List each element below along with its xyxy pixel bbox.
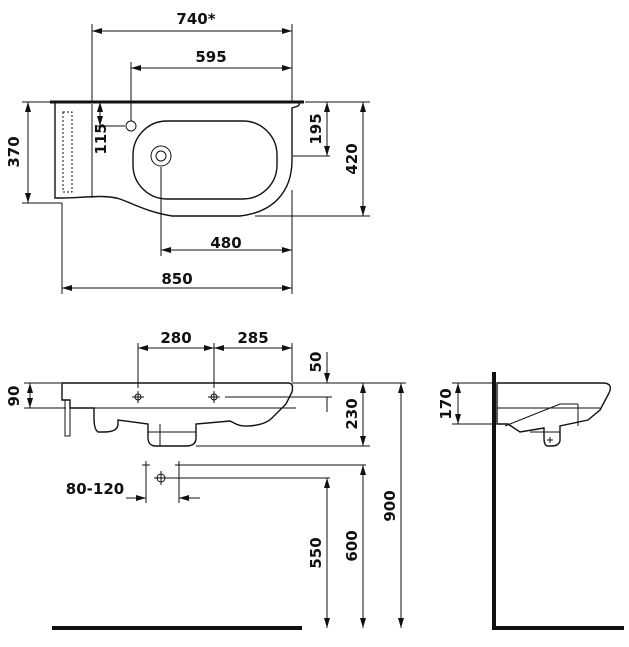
fixing-mark-right-icon <box>208 391 220 403</box>
dim-170: 170 <box>437 388 455 419</box>
bowl-outline <box>132 120 278 200</box>
dim-195: 195 <box>307 113 325 144</box>
dim-230: 230 <box>343 398 361 429</box>
side-centre-mark-icon <box>547 437 553 443</box>
basin-side-outline <box>496 382 612 447</box>
supply-right-icon <box>175 461 183 469</box>
dim-480: 480 <box>210 234 241 252</box>
drain-inner-icon <box>155 150 167 162</box>
basin-front-outline <box>61 382 294 447</box>
top-view: 740* 595 370 420 195 115 480 850 <box>5 10 370 294</box>
dim-80-120: 80-120 <box>66 480 124 498</box>
dim-285: 285 <box>237 329 268 347</box>
dim-90: 90 <box>5 386 23 407</box>
dim-900: 900 <box>381 490 399 521</box>
dim-280: 280 <box>160 329 191 347</box>
supply-left-icon <box>142 461 150 469</box>
waste-point-icon <box>154 471 168 485</box>
dim-600: 600 <box>343 530 361 561</box>
dim-850: 850 <box>161 270 192 288</box>
dim-420: 420 <box>343 143 361 174</box>
drain-icon <box>150 145 172 167</box>
front-view: 280 285 90 50 230 900 80-120 <box>5 329 406 630</box>
dim-740: 740* <box>176 10 215 28</box>
dim-370: 370 <box>5 136 23 167</box>
fixing-mark-left-icon <box>132 391 144 403</box>
dim-115: 115 <box>92 123 110 154</box>
dim-550: 550 <box>307 537 325 568</box>
side-view: 170 <box>437 372 624 630</box>
shelf-drain-slot <box>62 111 73 193</box>
dim-595: 595 <box>195 48 226 66</box>
dim-50: 50 <box>307 352 325 373</box>
bracket-leg <box>64 399 71 437</box>
